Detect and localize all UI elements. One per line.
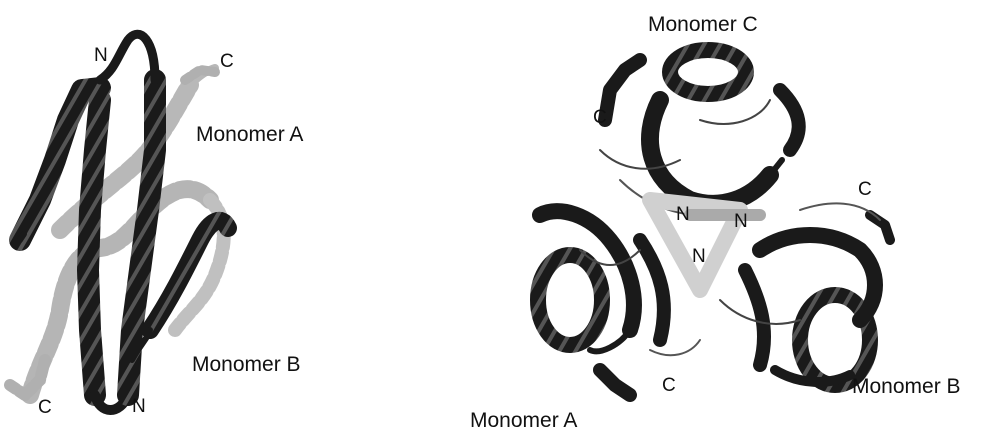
- label-monomer-c: Monomer C: [648, 14, 758, 35]
- label-n-1: N: [676, 205, 690, 224]
- label-c-monomer-c: C: [593, 108, 607, 127]
- label-monomer-a-right: Monomer A: [470, 410, 577, 431]
- label-c-monomer-a: C: [662, 376, 676, 395]
- trimer-panel: [538, 50, 890, 395]
- label-c-bottom-left: C: [38, 398, 52, 417]
- label-monomer-b-right: Monomer B: [852, 376, 961, 397]
- label-monomer-b-left: Monomer B: [192, 354, 301, 375]
- label-c-top-left: C: [220, 52, 234, 71]
- label-c-monomer-b: C: [858, 180, 872, 199]
- label-n-3: N: [692, 247, 706, 266]
- monomer-c-ribbon: [600, 50, 799, 215]
- label-n-bottom-left: N: [132, 397, 146, 416]
- label-n-2: N: [734, 212, 748, 231]
- label-monomer-a-left: Monomer A: [196, 124, 303, 145]
- label-n-top-left: N: [94, 46, 108, 65]
